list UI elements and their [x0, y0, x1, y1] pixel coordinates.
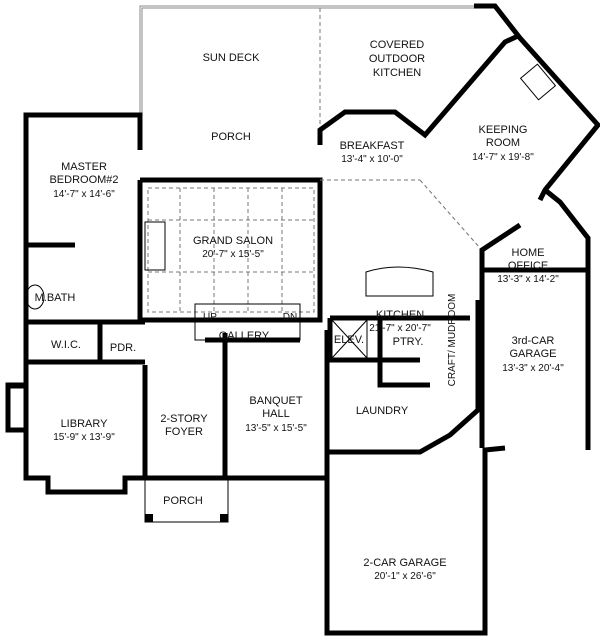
- fireplace-icon: [144, 221, 166, 271]
- label-porch-rear: PORCH: [211, 131, 251, 143]
- label-library: LIBRARY: [61, 418, 109, 430]
- label-pantry: PTRY.: [393, 336, 424, 348]
- label-master-1: MASTER: [61, 161, 107, 173]
- keeping-fireplace-icon: [519, 63, 557, 101]
- library-fireplace-icon: [9, 387, 25, 429]
- dims-breakfast: 13'-4" x 10'-0": [341, 154, 403, 165]
- dims-library: 15'-9" x 13'-9": [53, 432, 115, 443]
- label-office-1: HOME: [512, 247, 545, 259]
- sun-deck-outline: [139, 5, 495, 150]
- label-stairs-up: UP: [203, 312, 217, 323]
- label-outdoor-kitchen-3: KITCHEN: [373, 67, 421, 79]
- label-powder: PDR.: [110, 342, 136, 354]
- dims-garage3: 13'-3" x 20'-4": [502, 363, 564, 374]
- bathtub-icon: [25, 284, 45, 310]
- label-office-2: OFFICE: [508, 260, 548, 272]
- label-breakfast: BREAKFAST: [340, 140, 405, 152]
- label-wic: W.I.C.: [51, 339, 81, 351]
- exterior-walls: [5, 3, 600, 636]
- elevator-shaft: [331, 319, 368, 359]
- label-outdoor-kitchen-1: COVERED: [370, 39, 424, 51]
- label-garage3-2: GARAGE: [509, 348, 556, 360]
- dims-master: 14'-7" x 14'-6": [53, 189, 115, 200]
- label-master-bath: M.BATH: [35, 292, 76, 304]
- dims-kitchen: 21'-7" x 20'-7": [369, 323, 431, 334]
- label-gallery: GALLERY: [219, 330, 270, 342]
- label-stairs-down: DN: [283, 312, 297, 323]
- kitchen-island: [365, 266, 434, 297]
- label-two-car-garage: 2-CAR GARAGE: [363, 557, 446, 569]
- label-laundry: LAUNDRY: [356, 405, 409, 417]
- front-porch-outline: [144, 477, 229, 523]
- label-master-2: BEDROOM#2: [49, 174, 118, 186]
- label-porch-front: PORCH: [163, 495, 203, 507]
- staircase[interactable]: [194, 303, 301, 341]
- label-grand-salon: GRAND SALON: [193, 235, 273, 247]
- label-craft-mudroom: CRAFT/ MUDROOM: [447, 294, 458, 387]
- fixtures: [9, 63, 557, 523]
- dims-keeping: 14'-7" x 19'-8": [472, 152, 534, 163]
- label-banquet-2: HALL: [262, 408, 290, 420]
- label-outdoor-kitchen-2: OUTDOOR: [369, 53, 425, 65]
- label-foyer-1: 2-STORY: [160, 413, 208, 425]
- dims-two-car-garage: 20'-1" x 26'-6": [374, 571, 436, 582]
- label-keeping-1: KEEPING: [479, 124, 528, 136]
- label-keeping-2: ROOM: [486, 137, 520, 149]
- label-foyer-2: FOYER: [165, 426, 203, 438]
- room-labels: SUN DECK PORCH COVERED OUTDOOR KITCHEN B…: [35, 39, 565, 582]
- label-banquet-1: BANQUET: [249, 395, 302, 407]
- dims-banquet: 13'-5" x 15'-5": [245, 423, 307, 434]
- label-garage3-1: 3rd-CAR: [512, 335, 555, 347]
- label-sun-deck: SUN DECK: [203, 52, 261, 64]
- label-kitchen: KITCHEN: [376, 309, 424, 321]
- dims-grand-salon: 20'-7" x 15'-5": [202, 249, 264, 260]
- coffered-ceiling: [147, 179, 481, 313]
- dims-office: 13'-3" x 14'-2": [497, 274, 559, 285]
- label-elevator: ELEV.: [334, 334, 364, 346]
